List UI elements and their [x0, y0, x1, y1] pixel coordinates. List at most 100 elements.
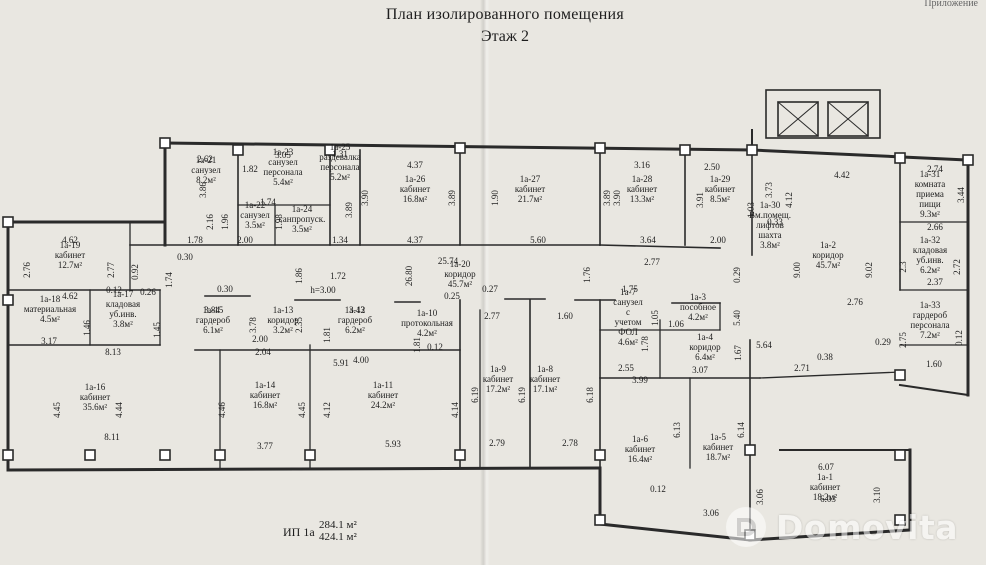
room-id: 1а-5 — [710, 432, 726, 442]
dimension-label: 2.75 — [898, 332, 908, 348]
column — [679, 144, 691, 156]
dimension-label: 6.13 — [672, 422, 682, 438]
dimension-label: 6.14 — [736, 422, 746, 438]
column — [324, 144, 336, 156]
dimension-label: 2.77 — [484, 311, 500, 321]
room-name: санузел — [191, 165, 221, 175]
room-name: кабинет — [250, 390, 280, 400]
room-area: 7.2м² — [920, 330, 940, 340]
column — [454, 449, 466, 461]
dimension-label: 2.04 — [255, 347, 271, 357]
dimension-label: 2.78 — [562, 438, 578, 448]
dimension-label: 1.96 — [220, 214, 230, 230]
room-id: 1а-13 — [273, 305, 294, 315]
dimension-label: 1.05 — [650, 310, 660, 326]
room-id: 1а-11 — [373, 380, 393, 390]
dimension-label: 6.18 — [585, 387, 595, 403]
dimension-label: h=3.00 — [310, 285, 336, 295]
column — [159, 449, 171, 461]
room-area: 45.7м² — [448, 279, 472, 289]
room-name: кабинет — [80, 392, 110, 402]
dimension-label: 3.84 — [204, 305, 220, 315]
wall-line — [777, 101, 819, 137]
room-id: 1а-18 — [40, 294, 61, 304]
dimension-label: 3.99 — [632, 375, 648, 385]
room-area: 45.7м² — [816, 260, 840, 270]
room-name: кабинет — [703, 442, 733, 452]
dimension-label: 0.26 — [140, 287, 156, 297]
dimension-label: 4.37 — [407, 235, 423, 245]
dimension-label: 3.90 — [612, 190, 622, 206]
dimension-label: 1.34 — [332, 235, 348, 245]
dimension-label: 2.00 — [237, 235, 253, 245]
room-id: 1а-25 — [330, 142, 351, 152]
dimension-label: 5.60 — [530, 235, 546, 245]
dimension-label: 0.38 — [817, 352, 833, 362]
dimension-label: 1.74 — [164, 272, 174, 288]
room-name: шахта — [758, 230, 781, 240]
dimension-label: 0.25 — [444, 291, 460, 301]
room-name: кладовая — [106, 299, 140, 309]
room-area: 3.2м² — [273, 325, 293, 335]
dimension-label: 5.93 — [385, 439, 401, 449]
dimension-label: 1.45 — [152, 322, 162, 338]
dimension-label: 1.86 — [294, 268, 304, 284]
column — [894, 514, 906, 526]
dimension-label: 2.3 — [898, 261, 908, 273]
room-area: 17.1м² — [533, 384, 557, 394]
dimension-label: 3.89 — [602, 190, 612, 206]
room-area: 6.2м² — [920, 265, 940, 275]
dimension-label: 0.30 — [177, 252, 193, 262]
dimension-label: 8.13 — [105, 347, 121, 357]
room-name: материальная — [24, 304, 76, 314]
page-fold — [480, 0, 490, 565]
room-area: 3.5м² — [292, 224, 312, 234]
dimension-label: 2.00 — [252, 334, 268, 344]
watermark-text: Domovita — [776, 507, 958, 547]
dimension-label: 3.78 — [248, 317, 258, 333]
room-area: 18.7м² — [706, 452, 730, 462]
room-area: 16.8м² — [253, 400, 277, 410]
room-id: 1а-14 — [255, 380, 276, 390]
dimension-label: 4.12 — [322, 402, 332, 418]
room-name: гардероб — [913, 310, 948, 320]
room-name: ФОЛ — [618, 327, 637, 337]
room-name: кабинет — [400, 184, 430, 194]
dimension-label: 8.11 — [104, 432, 119, 442]
column — [304, 449, 316, 461]
dimension-label: 2.74 — [927, 164, 943, 174]
dimension-label: 1.78 — [640, 336, 650, 352]
room-name: санпропуск. — [279, 214, 326, 224]
dimension-label: 25.74 — [438, 256, 459, 266]
watermark: Domovita — [724, 504, 978, 550]
dimension-label: 4.00 — [353, 355, 369, 365]
dimension-label: 3.89 — [344, 202, 354, 218]
column — [2, 216, 14, 228]
room-name: кладовая — [913, 245, 947, 255]
wall-line — [827, 101, 869, 137]
dimension-label: 6.03 — [820, 494, 836, 504]
dimension-label: 2.72 — [952, 259, 962, 275]
dimension-label: 2.66 — [927, 222, 943, 232]
dimension-label: 1.31 — [332, 149, 348, 159]
room-area: 24.2м² — [371, 400, 395, 410]
room-name: гардероб — [196, 315, 231, 325]
dimension-label: 1.82 — [242, 164, 258, 174]
room-name: санузел — [268, 157, 298, 167]
room-id: 1а-30 — [760, 200, 781, 210]
column — [894, 369, 906, 381]
room-id: 1а-17 — [113, 289, 134, 299]
column — [84, 449, 96, 461]
room-name: кабинет — [515, 184, 545, 194]
dimension-label: 3.64 — [640, 235, 656, 245]
dimension-label: 3.06 — [703, 508, 719, 518]
dimension-label: 2.16 — [205, 214, 215, 230]
room-name: коридор — [267, 315, 299, 325]
room-name: лифтов — [756, 220, 784, 230]
room-name: кабинет — [483, 374, 513, 384]
dimension-label: 2.55 — [618, 363, 634, 373]
room-area: 4.6м² — [618, 337, 638, 347]
room-id: 1а-29 — [710, 174, 731, 184]
column — [2, 449, 14, 461]
column — [962, 154, 974, 166]
